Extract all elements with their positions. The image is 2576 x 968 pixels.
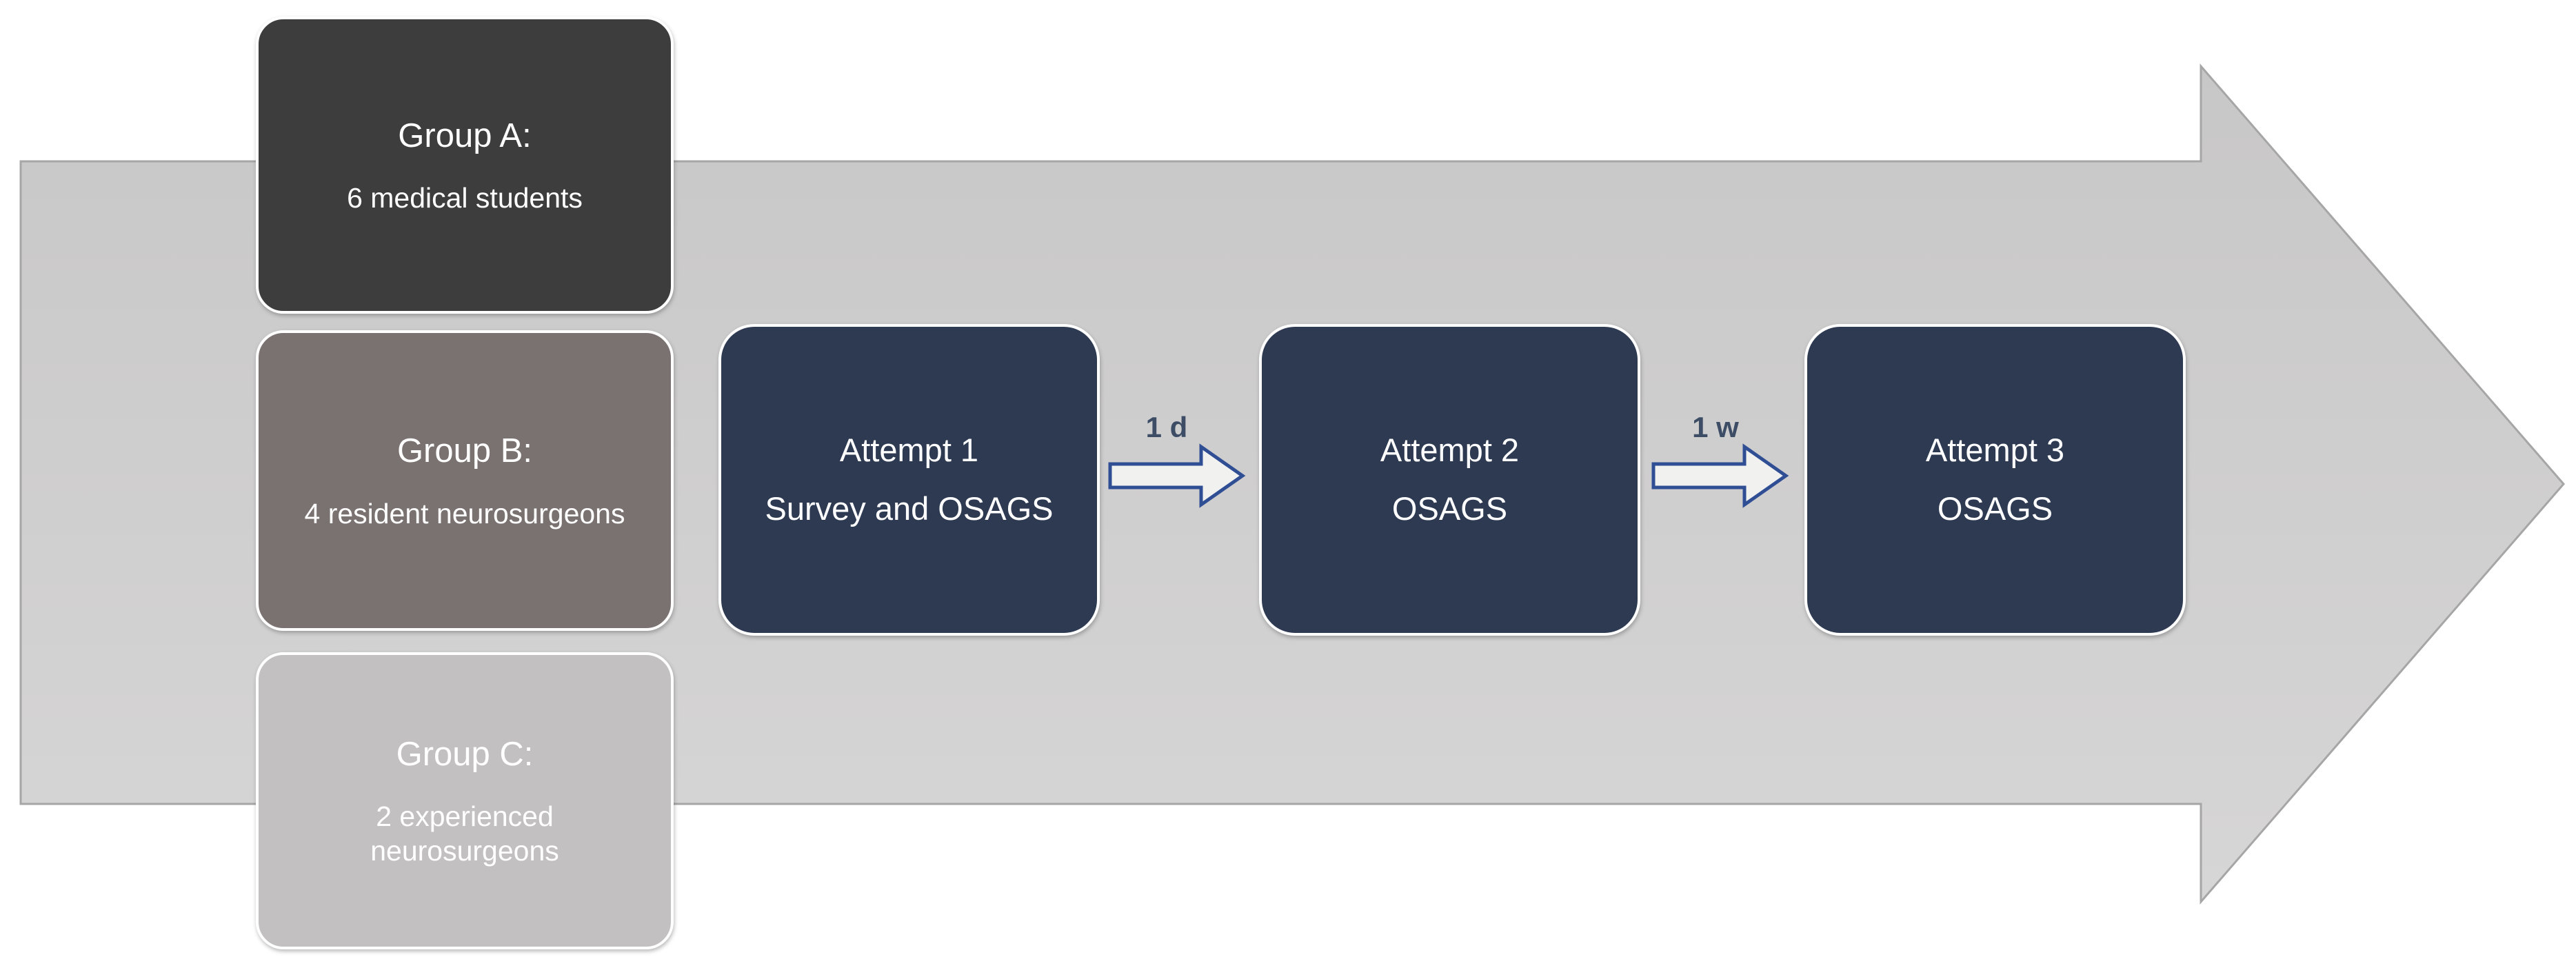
attempt-3-subtitle: OSAGS	[1937, 490, 2053, 527]
interval-arrow-1-shape	[1108, 443, 1246, 508]
group-box-a: Group A: 6 medical students	[256, 17, 674, 314]
attempt-3-title: Attempt 3	[1925, 432, 2065, 469]
attempt-2-subtitle: OSAGS	[1391, 490, 1508, 527]
attempt-2-title: Attempt 2	[1380, 432, 1520, 469]
group-box-c: Group C: 2 experienced neurosurgeons	[256, 652, 674, 949]
group-a-label: Group A:	[398, 117, 532, 154]
interval-label-1d: 1 d	[1145, 411, 1188, 443]
interval-arrow-1	[1108, 443, 1246, 508]
group-b-label: Group B:	[396, 432, 533, 470]
group-c-description: 2 experienced neurosurgeons	[370, 800, 559, 867]
group-box-b: Group B: 4 resident neurosurgeons	[256, 330, 674, 631]
group-a-description: 6 medical students	[347, 182, 583, 214]
interval-arrow-2-shape	[1651, 443, 1789, 508]
group-c-label: Group C:	[396, 735, 534, 773]
attempt-1-subtitle: Survey and OSAGS	[765, 490, 1054, 527]
attempt-box-1: Attempt 1 Survey and OSAGS	[718, 324, 1100, 636]
group-b-description: 4 resident neurosurgeons	[304, 497, 625, 530]
interval-arrow-2	[1651, 443, 1789, 508]
attempt-box-2: Attempt 2 OSAGS	[1259, 324, 1640, 636]
attempt-1-title: Attempt 1	[839, 432, 979, 469]
interval-label-1w: 1 w	[1692, 411, 1739, 443]
attempt-box-3: Attempt 3 OSAGS	[1804, 324, 2186, 636]
